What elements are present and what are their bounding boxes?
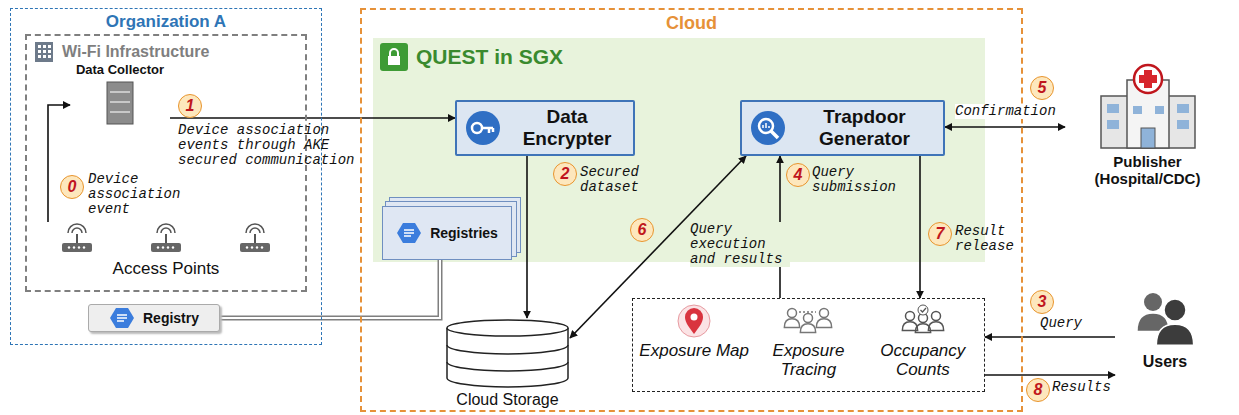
callout-number: 1 <box>178 94 202 118</box>
query-types-box: Exposure MapExposure TracingOccupancy Co… <box>632 298 985 392</box>
lock-icon <box>379 42 409 72</box>
query-type-item: Exposure Map <box>638 304 750 360</box>
enclave-region: QUEST in SGX Data Encrypter Trapdoor Gener… <box>373 38 985 262</box>
region-header: QUEST in SGX <box>373 38 985 76</box>
wifi-infrastructure-region-text: Wi-Fi Infrastructure <box>62 43 209 61</box>
edge-label: Results <box>1052 380 1114 395</box>
access-points: Access Points <box>32 222 300 286</box>
edge-label: Secured dataset <box>580 165 655 195</box>
flow-arrow <box>945 126 1065 128</box>
occupancy-icon <box>900 304 946 338</box>
process-box: Trapdoor Generator <box>740 100 945 156</box>
registry-box: Registry <box>88 304 220 332</box>
hospital-icon <box>1093 62 1203 150</box>
edge-label: Query execution and results <box>690 222 790 267</box>
flow-arrow <box>919 156 921 298</box>
users-icon <box>1123 290 1207 350</box>
storage-cylinder-text: Cloud Storage <box>456 391 558 409</box>
edge-label: Device association events through AKE se… <box>178 123 358 168</box>
registry-link-core <box>220 260 440 318</box>
pin-icon <box>676 304 712 338</box>
server-icon <box>103 80 137 126</box>
callout-number: 5 <box>1030 76 1054 100</box>
query-type-item: Occupancy Counts <box>867 304 979 379</box>
query-types-box-text: Exposure Map <box>639 341 749 360</box>
cloud-region: CloudQUEST in SGX Data Encrypter Trapdoor … <box>360 8 1023 412</box>
callout-number: 4 <box>786 163 810 187</box>
users-text: Users <box>1143 353 1187 371</box>
enclave-fill <box>373 38 985 262</box>
process-box-text: Data Encrypter <box>509 106 625 150</box>
edge-label: Query submission <box>812 165 904 195</box>
organization-region: Organization A Wi-Fi InfrastructureData C… <box>10 8 322 345</box>
publisher: Publisher (Hospital/CDC) <box>1065 62 1230 192</box>
data-collector: Data Collector <box>70 62 170 130</box>
cloud-region-text: Cloud <box>362 13 1021 34</box>
edge-label: Confirmation <box>955 104 1059 119</box>
process-box: Data Encrypter <box>455 100 635 156</box>
cylinder-icon <box>445 318 570 388</box>
edge-label: Device association event <box>88 172 188 217</box>
organization-region-text: Organization A <box>11 12 321 32</box>
enclave-region-text: QUEST in SGX <box>416 45 563 69</box>
query-types-box-text: Occupancy Counts <box>867 341 979 379</box>
edge-label: Result release <box>955 224 1019 254</box>
process-box-text: Trapdoor Generator <box>794 106 935 150</box>
query-types-box-text: Exposure Tracing <box>752 341 864 379</box>
flow-arrow <box>985 336 1115 338</box>
callout-number: 3 <box>1030 290 1054 314</box>
registry-icon <box>396 221 422 245</box>
aps-icon <box>32 222 300 256</box>
region-header: Wi-Fi Infrastructure <box>27 36 305 68</box>
registry-box-text: Registry <box>143 310 199 326</box>
flow-arrow <box>48 105 70 222</box>
data-collector-text: Data Collector <box>76 62 164 77</box>
query-type-item: Exposure Tracing <box>752 304 864 379</box>
storage-cylinder: Cloud Storage <box>445 318 570 410</box>
flow-arrow <box>526 156 528 318</box>
callout-number: 8 <box>1026 378 1050 402</box>
access-points-text: Access Points <box>113 259 220 279</box>
search-icon <box>750 110 786 146</box>
callout-number: 2 <box>553 162 577 186</box>
key-icon <box>465 110 501 146</box>
publisher-text: Publisher (Hospital/CDC) <box>1065 153 1230 187</box>
registries-stack: Registries <box>382 206 512 260</box>
tracing-icon <box>782 304 834 338</box>
building-icon <box>33 40 55 64</box>
users: Users <box>1115 290 1215 390</box>
registry-icon <box>109 306 135 330</box>
flow-arrow <box>985 374 1115 376</box>
registry-link <box>220 260 440 318</box>
callout-number: 6 <box>630 218 654 242</box>
registries-stack-text: Registries <box>430 225 498 241</box>
callout-number: 0 <box>60 175 84 199</box>
flow-arrow <box>170 117 455 119</box>
edge-label: Query <box>1040 316 1090 331</box>
callout-number: 7 <box>928 222 952 246</box>
